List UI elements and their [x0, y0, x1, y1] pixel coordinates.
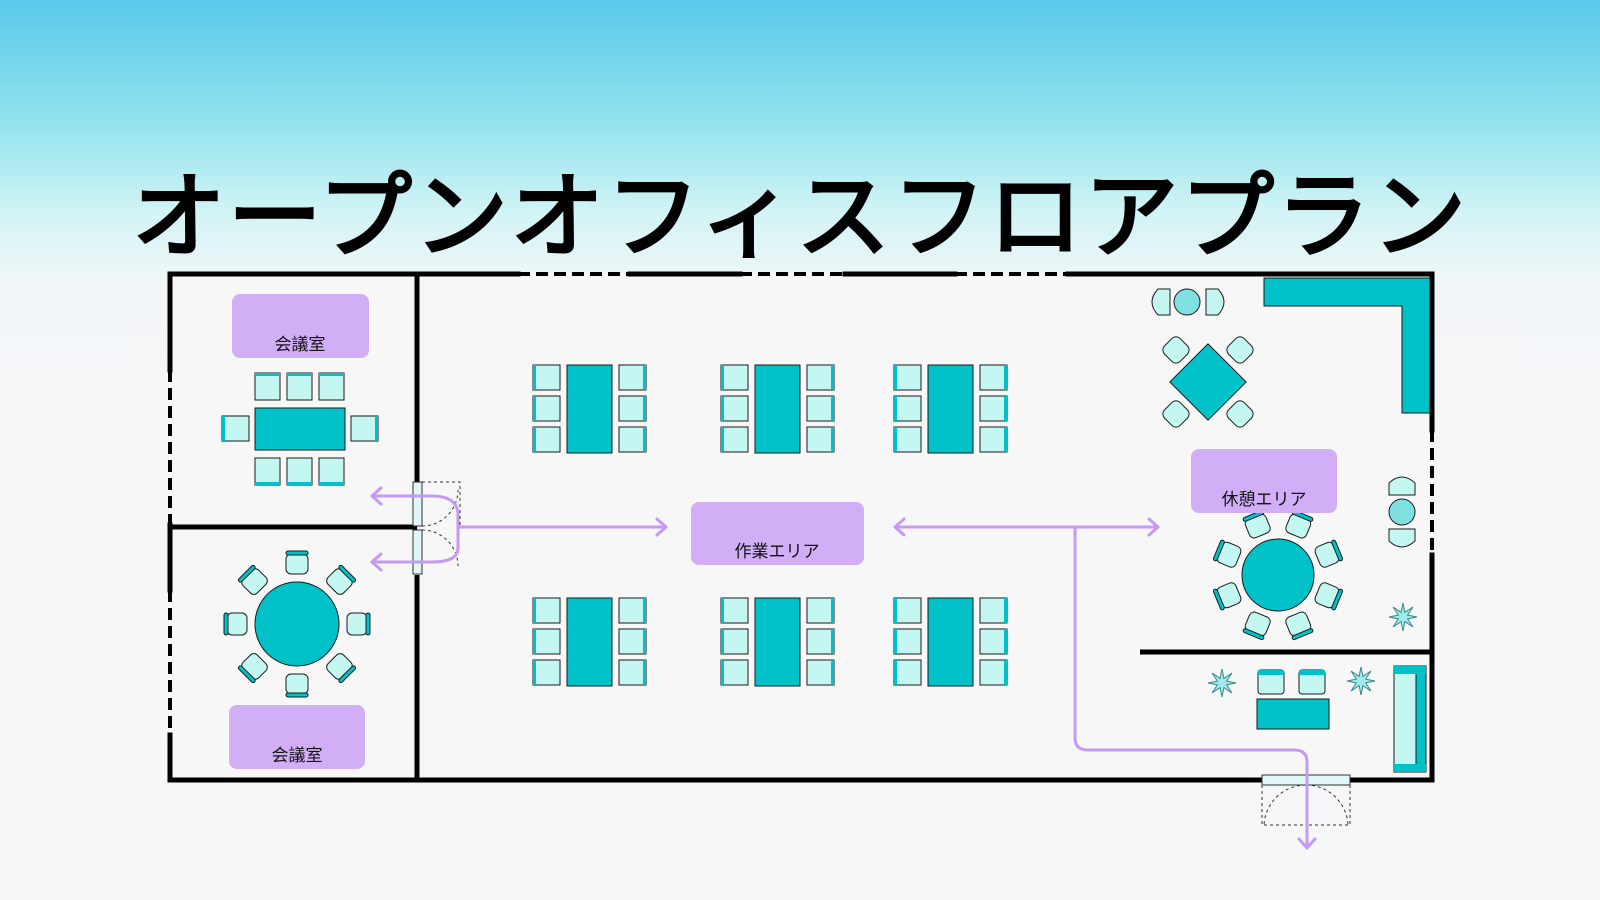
windows	[168, 272, 1434, 735]
plant	[1207, 668, 1237, 698]
chair	[806, 426, 835, 453]
round-table-rest	[1241, 538, 1315, 612]
chair	[618, 628, 647, 655]
chair	[618, 597, 647, 624]
svg-text:会議室: 会議室	[275, 335, 326, 355]
chair	[285, 673, 309, 695]
chair	[720, 659, 749, 686]
chair	[806, 395, 835, 422]
chair	[532, 628, 561, 655]
desk	[927, 597, 974, 687]
chair	[532, 659, 561, 686]
meeting-room-top-furniture	[221, 372, 379, 486]
chair	[532, 395, 561, 422]
outer-walls	[167, 271, 1435, 783]
desk-cluster	[893, 597, 1008, 687]
meeting-room-doors[interactable]	[412, 481, 461, 575]
desk	[566, 597, 613, 687]
plant	[1346, 666, 1376, 696]
chair	[720, 364, 749, 391]
chair	[979, 597, 1008, 624]
desk-cluster	[720, 364, 835, 454]
page-title: オープンオフィスフロアプラン	[131, 163, 1469, 272]
chair	[618, 395, 647, 422]
chair	[806, 659, 835, 686]
round-table	[254, 581, 340, 667]
svg-text:作業エリア: 作業エリア	[735, 542, 820, 562]
counter	[1263, 277, 1431, 414]
coffee-table	[1256, 698, 1330, 730]
label-work-area: 作業エリア	[691, 502, 864, 565]
chair	[893, 395, 922, 422]
chair	[532, 364, 561, 391]
label-meeting-room-top: 会議室	[232, 294, 369, 358]
chair	[979, 426, 1008, 453]
label-meeting-room-bottom: 会議室	[229, 705, 365, 769]
meeting-table	[254, 407, 346, 451]
chair	[285, 553, 309, 575]
chair	[893, 426, 922, 453]
work-area-desks	[532, 364, 1008, 687]
desk	[754, 597, 801, 687]
chair	[720, 426, 749, 453]
chair	[720, 628, 749, 655]
plant	[1388, 602, 1418, 632]
chair	[893, 597, 922, 624]
chair	[618, 364, 647, 391]
desk-cluster	[893, 364, 1008, 454]
chair	[720, 395, 749, 422]
chair	[806, 364, 835, 391]
chair	[806, 597, 835, 624]
interior-walls	[170, 274, 1432, 780]
chair	[979, 628, 1008, 655]
svg-text:休憩エリア: 休憩エリア	[1222, 490, 1307, 510]
chair	[979, 659, 1008, 686]
chair	[893, 628, 922, 655]
desk-cluster	[532, 597, 647, 687]
desk	[754, 364, 801, 454]
meeting-room-bottom-furniture	[223, 550, 371, 698]
chair	[346, 612, 368, 636]
desk	[927, 364, 974, 454]
rest-area-furniture	[1151, 277, 1431, 773]
label-rest-area: 休憩エリア	[1191, 449, 1337, 513]
svg-text:会議室: 会議室	[272, 746, 323, 766]
chair	[806, 628, 835, 655]
desk	[566, 364, 613, 454]
chair	[618, 659, 647, 686]
desk-cluster	[532, 364, 647, 454]
chair	[532, 597, 561, 624]
chair	[226, 612, 248, 636]
chair	[618, 426, 647, 453]
flow-arrows	[370, 486, 1317, 850]
chair	[893, 659, 922, 686]
chair	[979, 395, 1008, 422]
chair	[893, 364, 922, 391]
square-table	[1169, 343, 1247, 421]
chair	[720, 597, 749, 624]
chair	[532, 426, 561, 453]
desk-cluster	[720, 597, 835, 687]
chair	[979, 364, 1008, 391]
